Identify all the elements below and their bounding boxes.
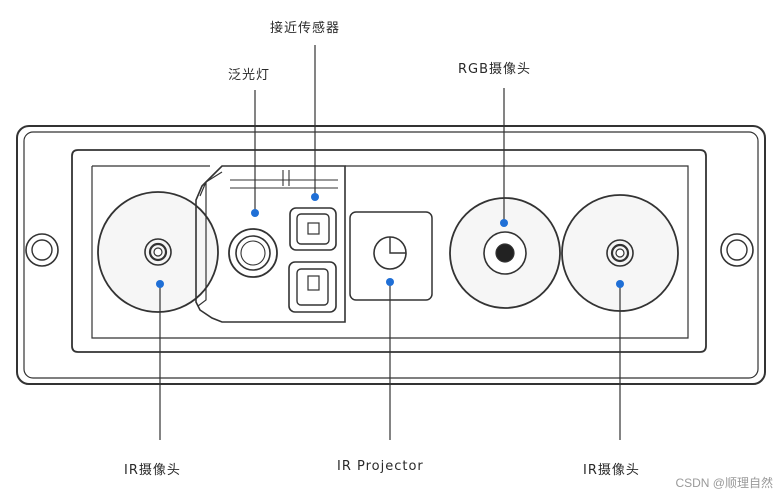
lower-sensor-window xyxy=(288,261,337,313)
label-flood-light: 泛光灯 xyxy=(228,68,271,83)
proximity-sensor-window xyxy=(289,207,337,251)
callout-dot-proximity xyxy=(311,193,319,201)
label-ir-projector: IR Projector xyxy=(337,459,424,474)
label-ir-camera-right: IR摄像头 xyxy=(583,463,640,478)
label-rgb-camera: RGB摄像头 xyxy=(458,62,532,77)
callout-dot-ir-left xyxy=(156,280,164,288)
ir-projector-window xyxy=(349,211,433,301)
label-proximity-sensor: 接近传感器 xyxy=(270,21,341,36)
outer-frame-inner xyxy=(23,131,759,379)
callout-dot-rgb xyxy=(500,219,508,227)
callout-dot-ir-right xyxy=(616,280,624,288)
callout-dot-projector xyxy=(386,278,394,286)
sensor-housing xyxy=(195,165,346,323)
label-ir-camera-left: IR摄像头 xyxy=(124,463,181,478)
watermark: CSDN @顺理自然 xyxy=(675,476,773,490)
flood-light xyxy=(228,228,278,278)
inner-panel xyxy=(71,149,707,353)
mount-hole-left xyxy=(25,233,59,267)
mount-hole-right xyxy=(720,233,754,267)
callout-dot-flood xyxy=(251,209,259,217)
outer-frame xyxy=(16,125,766,385)
